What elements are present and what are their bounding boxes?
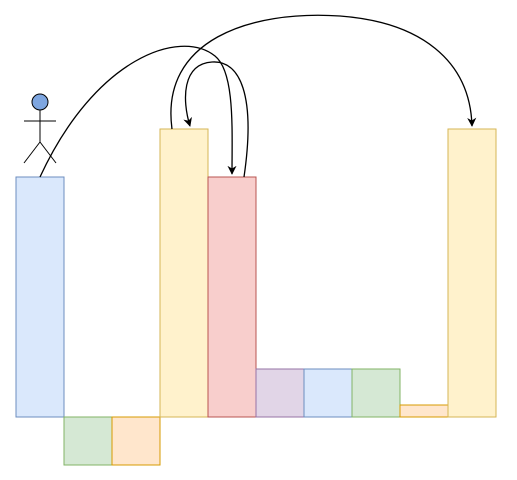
red-pillar xyxy=(207,176,257,418)
yellow-pillar-right xyxy=(447,128,497,418)
orange-sunken-block xyxy=(111,416,161,466)
green-block xyxy=(351,368,401,418)
blue-block xyxy=(303,368,353,418)
arrow-yellow-left-to-yellow-right xyxy=(170,14,477,130)
blue-pillar xyxy=(15,176,65,418)
arrow-actor-to-red xyxy=(39,45,237,178)
actor-left-leg xyxy=(23,141,41,164)
green-sunken-block xyxy=(63,416,113,466)
arrow-red-to-yellow-left xyxy=(183,61,249,178)
yellow-pillar-left xyxy=(159,128,209,418)
purple-block xyxy=(255,368,305,418)
stick-figure-icon xyxy=(23,93,57,164)
actor-right-leg xyxy=(39,141,57,164)
orange-thin-block xyxy=(399,404,449,418)
actor-head xyxy=(31,93,49,111)
